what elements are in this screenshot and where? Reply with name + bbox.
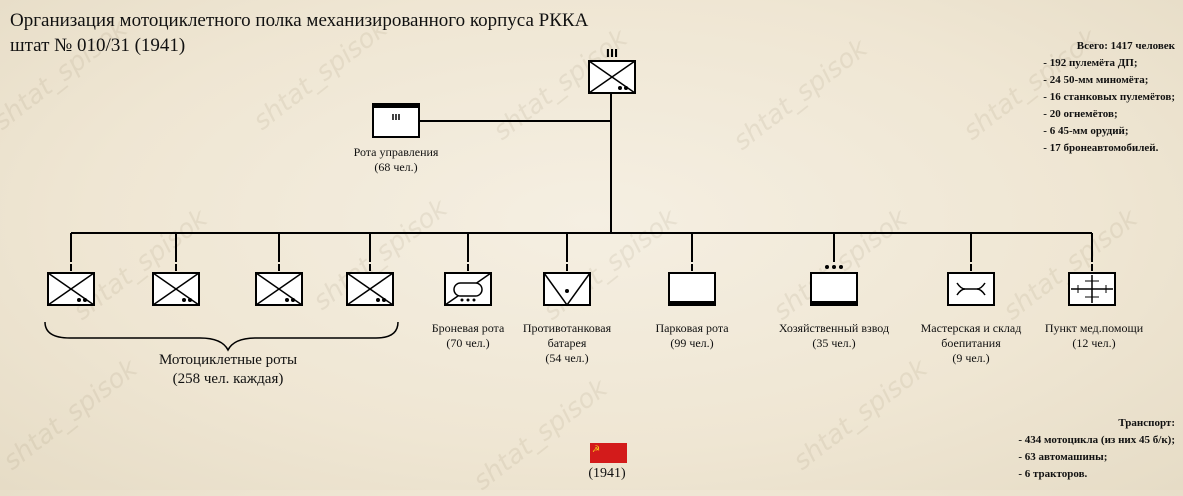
unit-name: Парковая рота bbox=[655, 321, 729, 335]
gun-dot bbox=[565, 289, 569, 293]
unit-strength: (54 чел.) bbox=[545, 351, 589, 365]
unit-name: Хозяйственный взвод bbox=[778, 321, 890, 335]
wheel-dot bbox=[624, 86, 628, 90]
unit-name: Броневая рота bbox=[431, 321, 505, 335]
totals-item: - 24 50-мм миномёта; bbox=[1043, 74, 1149, 86]
unit-name: боепитания bbox=[941, 336, 1001, 350]
armor-oval-icon bbox=[453, 282, 483, 297]
hammer-sickle-icon: ☭ bbox=[592, 444, 601, 454]
echelon-dot bbox=[825, 265, 829, 269]
motorcycle-company-symbol bbox=[47, 272, 95, 306]
totals-header: Всего: 1417 человек bbox=[1076, 40, 1175, 52]
motorcycle-company-symbol bbox=[152, 272, 200, 306]
motorcycle-group-brace bbox=[44, 321, 399, 352]
totals-item: - 192 пулемёта ДП; bbox=[1043, 57, 1138, 69]
hq-strength: (68 чел.) bbox=[374, 160, 418, 174]
wheel-dot bbox=[285, 298, 289, 302]
wrench-icon bbox=[956, 282, 986, 290]
flag-year: (1941) bbox=[588, 466, 626, 481]
unit-box bbox=[810, 272, 858, 306]
wheel-dot bbox=[382, 298, 386, 302]
regiment-echelon: III bbox=[606, 47, 618, 60]
cross-line bbox=[152, 272, 200, 306]
title-line-1: Организация мотоциклетного полка механиз… bbox=[10, 10, 589, 31]
unit-label-antitank: Противотанковая батарея (54 чел.) bbox=[512, 321, 622, 366]
wheel-dot bbox=[376, 298, 380, 302]
totals-panel: Всего: 1417 человек - 192 пулемёта ДП; -… bbox=[1043, 38, 1175, 157]
title-line-2: штат № 010/31 (1941) bbox=[10, 35, 186, 56]
bottom-band bbox=[669, 301, 715, 305]
park-company-symbol bbox=[668, 272, 716, 306]
transport-header: Транспорт: bbox=[1118, 417, 1175, 429]
motorcycle-group-label: Мотоциклетные роты (258 чел. каждая) bbox=[128, 351, 328, 389]
wheel-dot bbox=[466, 298, 470, 302]
hq-echelon: III bbox=[392, 113, 401, 122]
unit-label-supply: Хозяйственный взвод (35 чел.) bbox=[764, 321, 904, 351]
hq-name: Рота управления bbox=[353, 145, 439, 159]
armored-company-symbol bbox=[444, 272, 492, 306]
unit-label-workshop: Мастерская и склад боепитания (9 чел.) bbox=[906, 321, 1036, 366]
hq-company-symbol: III bbox=[372, 103, 420, 138]
wheel-dot bbox=[182, 298, 186, 302]
unit-label-park: Парковая рота (99 чел.) bbox=[632, 321, 752, 351]
unit-box bbox=[668, 272, 716, 306]
hq-top-band bbox=[373, 104, 419, 108]
echelon-dot bbox=[839, 265, 843, 269]
wheel-dot bbox=[291, 298, 295, 302]
cross-line bbox=[47, 272, 95, 306]
unit-box bbox=[543, 272, 591, 306]
totals-item: - 20 огнемётов; bbox=[1043, 108, 1118, 120]
unit-name: Противотанковая bbox=[522, 321, 612, 335]
unit-strength: (70 чел.) bbox=[446, 336, 490, 350]
antitank-chevron-icon bbox=[543, 272, 591, 307]
totals-item: - 16 станковых пулемётов; bbox=[1043, 91, 1175, 103]
wrench-icon bbox=[956, 288, 986, 296]
echelon-ticks bbox=[70, 264, 1093, 271]
transport-panel: Транспорт: - 434 мотоцикла (из них 45 б/… bbox=[1018, 415, 1175, 483]
unit-strength: (35 чел.) bbox=[812, 336, 856, 350]
page-title: Организация мотоциклетного полка механиз… bbox=[10, 8, 588, 58]
wheel-dot bbox=[460, 298, 464, 302]
motorcycle-company-symbol bbox=[346, 272, 394, 306]
cross-line bbox=[255, 272, 303, 306]
totals-item: - 6 45-мм орудий; bbox=[1043, 125, 1129, 137]
transport-item: - 434 мотоцикла (из них 45 б/к); bbox=[1018, 434, 1175, 446]
regiment-symbol: III bbox=[588, 47, 636, 94]
unit-name: батарея bbox=[547, 336, 587, 350]
medical-post-symbol bbox=[1068, 272, 1116, 306]
unit-name: Мастерская и склад bbox=[920, 321, 1022, 335]
motorcycle-group-name: Мотоциклетные роты bbox=[158, 352, 298, 368]
wheel-dot bbox=[618, 86, 622, 90]
transport-item: - 6 тракторов. bbox=[1018, 468, 1088, 480]
unit-label-armored: Броневая рота (70 чел.) bbox=[413, 321, 523, 351]
unit-strength: (99 чел.) bbox=[670, 336, 714, 350]
cross-line bbox=[346, 272, 394, 306]
transport-item: - 63 автомашины; bbox=[1018, 451, 1108, 463]
unit-label-medical: Пункт мед.помощи (12 чел.) bbox=[1035, 321, 1153, 351]
hq-label: Рота управления (68 чел.) bbox=[326, 145, 466, 175]
unit-name: Пункт мед.помощи bbox=[1044, 321, 1144, 335]
wheel-dot bbox=[83, 298, 87, 302]
motorcycle-group-strength: (258 чел. каждая) bbox=[172, 371, 284, 387]
unit-strength: (9 чел.) bbox=[952, 351, 990, 365]
bottom-band bbox=[811, 301, 857, 305]
wheel-dot bbox=[472, 298, 476, 302]
connector-lines bbox=[70, 93, 1093, 262]
wheel-dot bbox=[188, 298, 192, 302]
totals-item: - 17 бронеавтомобилей. bbox=[1043, 142, 1159, 154]
cross-line bbox=[588, 60, 636, 94]
unit-strength: (12 чел.) bbox=[1072, 336, 1116, 350]
wheel-dot bbox=[77, 298, 81, 302]
workshop-symbol bbox=[947, 272, 995, 306]
motorcycle-company-symbol bbox=[255, 272, 303, 306]
soviet-flag-icon: ☭ bbox=[590, 443, 627, 463]
antitank-battery-symbol bbox=[543, 272, 591, 307]
supply-platoon-symbol bbox=[810, 265, 858, 306]
echelon-dot bbox=[832, 265, 836, 269]
